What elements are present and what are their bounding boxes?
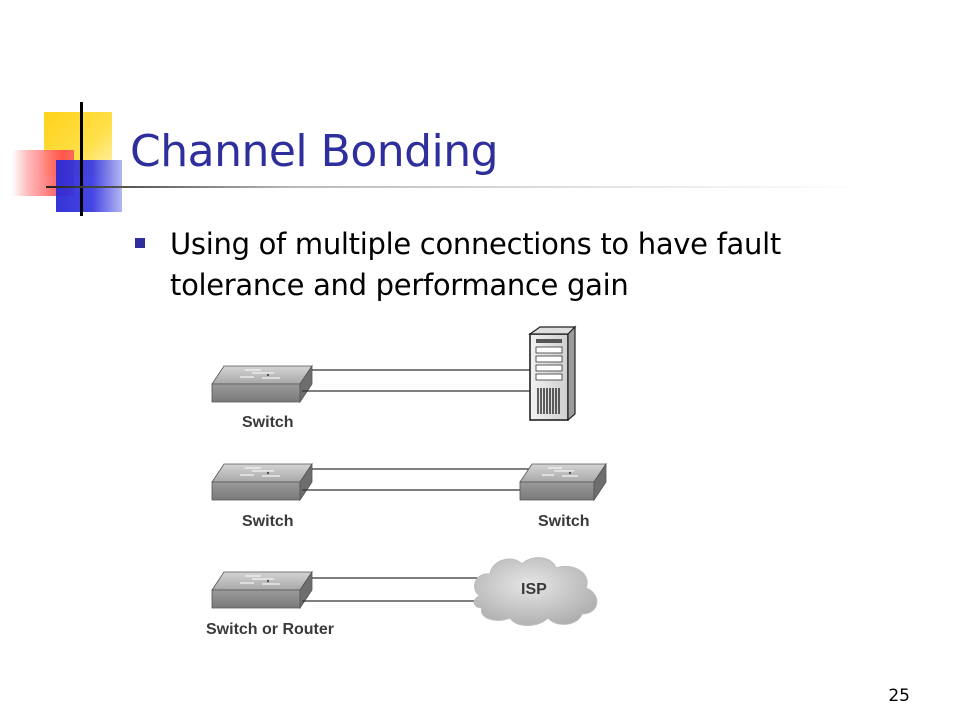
row3-switch-icon xyxy=(211,570,313,610)
isp-label: ISP xyxy=(521,581,547,598)
server-icon xyxy=(528,325,577,422)
title-underline xyxy=(46,186,866,188)
slide-title: Channel Bonding xyxy=(130,126,499,177)
channel-bonding-diagram: Switch xyxy=(206,325,607,638)
row2-right-switch-label: Switch xyxy=(538,513,590,530)
cloud-icon xyxy=(473,557,598,626)
row3-switch-label: Switch or Router xyxy=(206,621,334,638)
bullet-marker xyxy=(135,238,145,248)
page-number: 25 xyxy=(888,686,910,706)
bullet-text: Using of multiple connections to have fa… xyxy=(170,227,781,302)
row2-left-switch-icon xyxy=(211,462,313,502)
row2-left-switch-label: Switch xyxy=(242,513,294,530)
row1-switch-label: Switch xyxy=(242,414,294,431)
row2-right-switch-icon xyxy=(519,462,607,502)
decorative-vertical-line xyxy=(80,102,83,216)
row1-switch-icon xyxy=(211,364,313,404)
